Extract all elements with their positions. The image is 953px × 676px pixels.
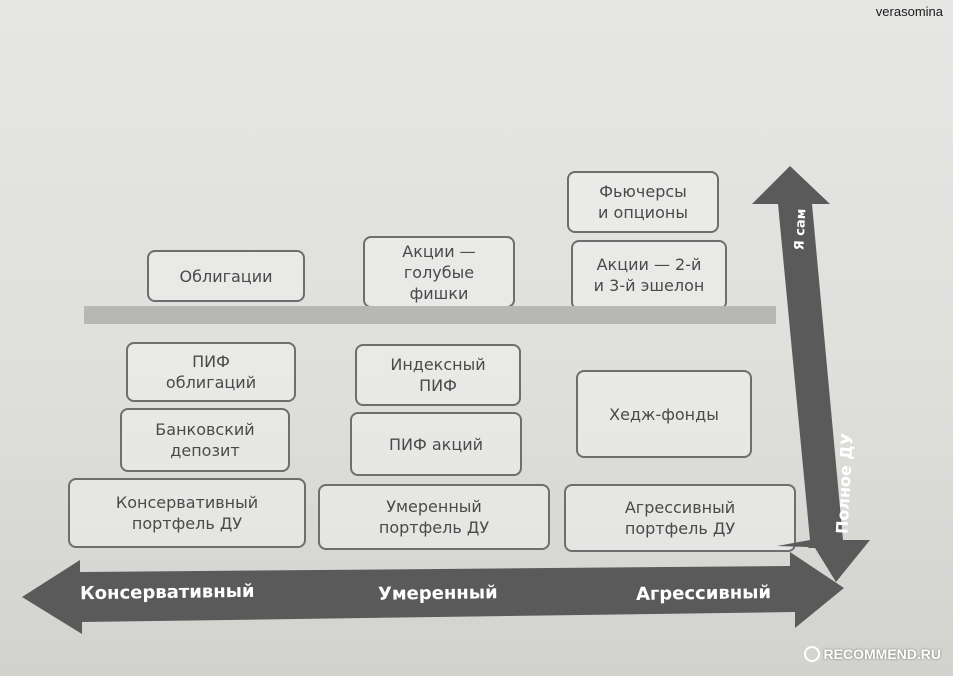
axis-label-conservative: Консервативный bbox=[79, 580, 255, 605]
box-bank-deposit: Банковский депозит bbox=[120, 408, 290, 472]
divider-band bbox=[84, 306, 776, 324]
recommend-watermark-text: RECOMMEND.RU bbox=[823, 646, 941, 662]
vertical-arrow bbox=[752, 166, 870, 582]
box-pif-stocks: ПИФ акций bbox=[350, 412, 522, 476]
box-blue-chips: Акции — голубые фишки bbox=[363, 236, 515, 308]
axis-label-moderate: Умеренный bbox=[377, 582, 498, 605]
axis-label-aggressive: Агрессивный bbox=[635, 582, 772, 605]
box-futures-options: Фьючерсы и опционы bbox=[567, 171, 719, 233]
recommend-watermark: RECOMMEND.RU bbox=[803, 646, 941, 662]
horizontal-arrow bbox=[22, 552, 844, 634]
axis-label-self: Я сам bbox=[792, 208, 810, 251]
box-bonds: Облигации bbox=[147, 250, 305, 302]
recommend-logo-icon bbox=[803, 646, 820, 662]
box-pif-bonds: ПИФ облигаций bbox=[126, 342, 296, 402]
watermark-username: verasomina bbox=[875, 4, 943, 19]
box-hedge-funds: Хедж-фонды bbox=[576, 370, 752, 458]
box-moderate-du: Умеренный портфель ДУ bbox=[318, 484, 550, 550]
box-index-pif: Индексный ПИФ bbox=[355, 344, 521, 406]
box-aggressive-du: Агрессивный портфель ДУ bbox=[564, 484, 796, 552]
box-conservative-du: Консервативный портфель ДУ bbox=[68, 478, 306, 548]
